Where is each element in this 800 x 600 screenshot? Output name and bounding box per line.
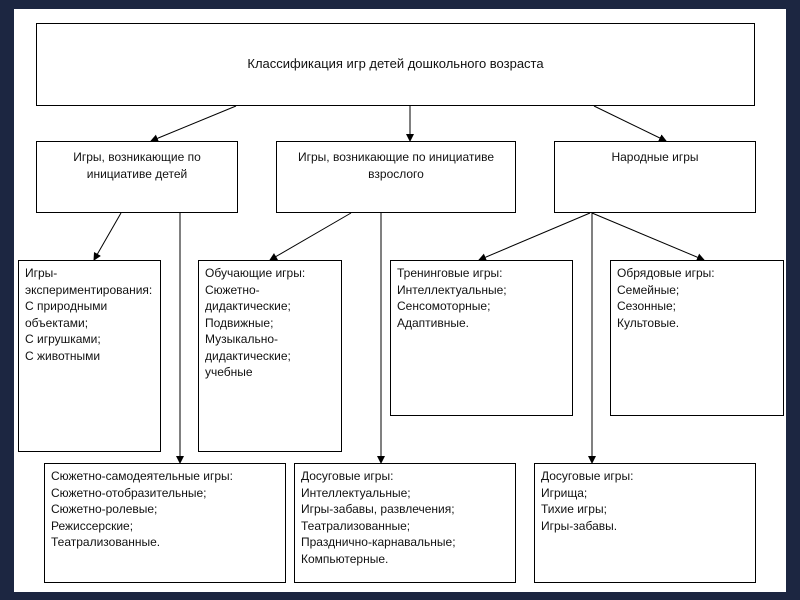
diagram-title: Классификация игр детей дошкольного возр… [247,56,544,72]
box-line: объектами; [25,315,89,330]
arrow-title-to-children [150,105,237,143]
box-line: Компьютерные. [301,551,389,566]
box-line: экспериментирования: [25,282,153,297]
box-line: Тренинговые игры: [397,266,503,280]
box-line: Сюжетно-ролевые; [51,502,158,516]
box-line: Игры-забавы, развлечения; [301,502,455,516]
box-line: Сенсомоторные; [397,299,491,313]
box-line: Режиссерские; [51,518,134,533]
box-plot-games: Сюжетно-самодеятельные игры: Сюжетно-ото… [44,463,286,583]
box-line: Сезонные; [617,299,677,313]
box-line: Подвижные; [205,315,274,330]
box-adult-initiative: Игры, возникающие по инициативе взрослог… [276,141,516,213]
box-line: Народные игры [611,150,699,164]
box-line: Досуговые игры: [301,469,394,483]
box-line: учебные [205,365,253,379]
box-line: взрослого [368,166,424,181]
box-line: С природными [25,299,108,313]
box-experiment-games: Игры- экспериментирования: С природными … [18,260,161,452]
arrow-title-to-folk [593,105,667,142]
box-line: Празднично-карнавальные; [301,535,456,549]
box-line: Досуговые игры: [541,469,634,483]
box-line: С игрушками; [25,332,101,346]
box-folk-games: Народные игры [554,141,756,213]
box-line: Игры-забавы. [541,518,618,533]
box-line: Театрализованные; [301,518,411,533]
box-line: Адаптивные. [397,315,470,330]
box-line: Культовые. [617,315,680,330]
box-leisure-games-folk: Досуговые игры: Игрища; Тихие игры; Игры… [534,463,756,583]
box-line: Музыкально- [205,332,278,346]
arrow-children-to-experiments [93,212,122,261]
box-line: Сюжетно-отобразительные; [51,485,207,500]
arrow-adult-to-learning [269,212,352,261]
box-child-initiative: Игры, возникающие по инициативе детей [36,141,238,213]
box-leisure-games-adult: Досуговые игры: Интеллектуальные; Игры-з… [294,463,516,583]
box-line: Игрища; [541,485,588,500]
box-line: Семейные; [617,282,680,297]
box-line: дидактические; [205,348,291,363]
diagram-canvas: Классификация игр детей дошкольного возр… [14,9,786,592]
box-training-games: Тренинговые игры: Интеллектуальные; Сенс… [390,260,573,416]
box-line: Обучающие игры: [205,266,306,280]
box-line: Игры- [25,266,58,280]
arrow-folk-to-training [478,212,591,261]
box-line: Интеллектуальные; [397,282,507,297]
box-line: С животными [25,348,101,363]
box-line: Игры, возникающие по [73,150,201,164]
box-line: Игры, возникающие по инициативе [298,150,494,164]
box-line: Тихие игры; [541,502,607,516]
box-line: Театрализованные. [51,535,161,549]
box-ritual-games: Обрядовые игры: Семейные; Сезонные; Куль… [610,260,784,416]
box-learning-games: Обучающие игры: Сюжетно- дидактические; … [198,260,342,452]
box-line: Сюжетно- [205,282,260,297]
box-line: Обрядовые игры: [617,266,715,280]
box-line: Сюжетно-самодеятельные игры: [51,469,233,483]
box-line: Интеллектуальные; [301,485,411,500]
arrow-folk-to-ritual [591,212,705,261]
title-box: Классификация игр детей дошкольного возр… [36,23,755,106]
box-line: дидактические; [205,299,291,313]
box-line: инициативе детей [86,166,188,181]
